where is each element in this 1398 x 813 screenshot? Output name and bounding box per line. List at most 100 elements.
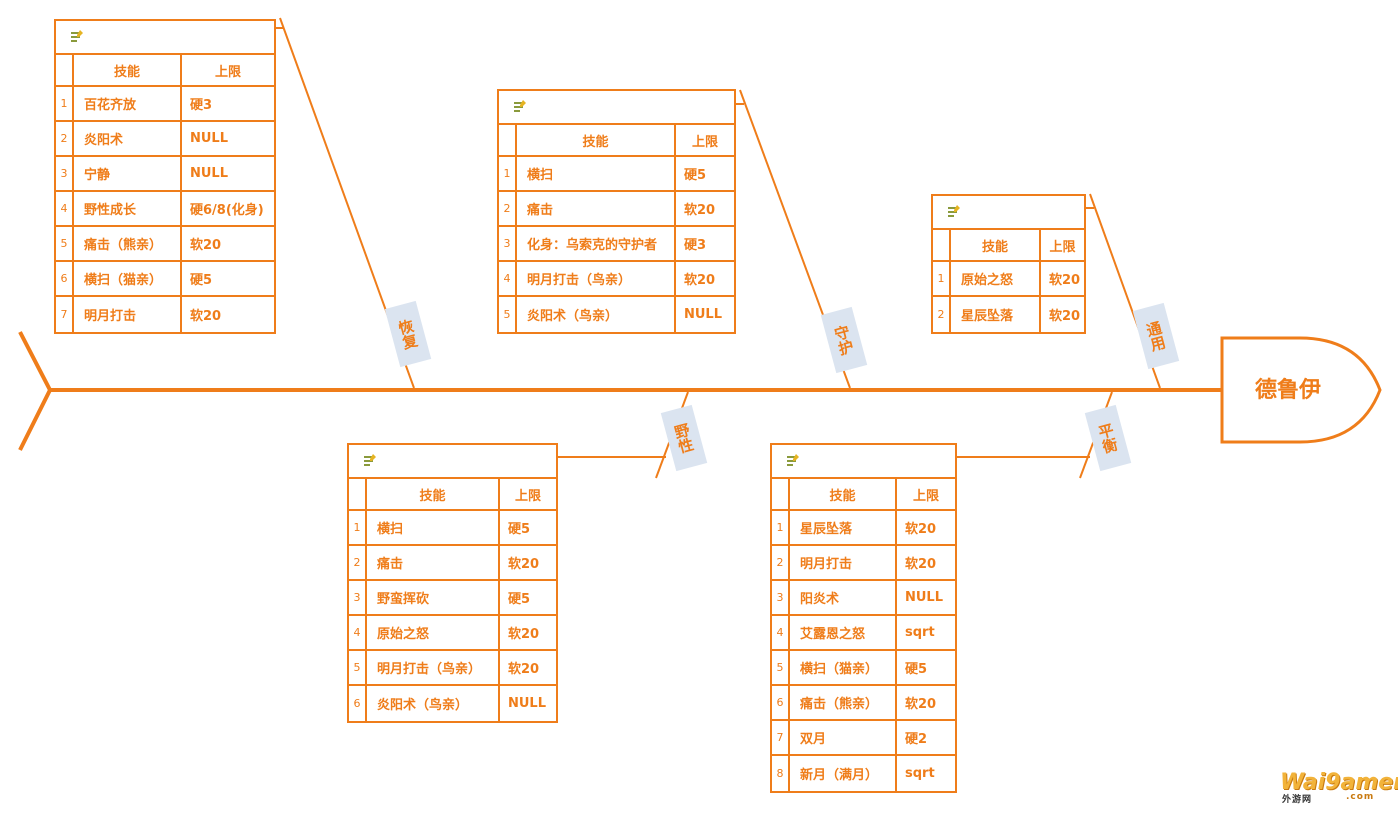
cell-limit: 硬5 bbox=[190, 273, 213, 288]
row-index: 2 bbox=[933, 297, 951, 332]
cell-skill: 痛击（熊亲） bbox=[790, 686, 897, 719]
cell-skill: 艾露恩之怒 bbox=[790, 616, 897, 649]
cell-limit: 软20 bbox=[905, 557, 937, 572]
table-topic-bar[interactable] bbox=[349, 445, 556, 479]
cell-skill: 炎阳术（鸟亲） bbox=[517, 297, 676, 332]
cell-limit: 硬5 bbox=[684, 168, 707, 183]
cell-limit: 软20 bbox=[905, 697, 937, 712]
note-edit-icon[interactable] bbox=[70, 28, 84, 42]
row-index: 5 bbox=[772, 651, 790, 684]
cell-skill: 痛击 bbox=[517, 192, 676, 225]
cell-skill: 横扫（猫亲） bbox=[74, 262, 182, 295]
fish-tail bbox=[18, 331, 53, 451]
cell-limit: 软20 bbox=[1049, 309, 1081, 324]
row-index bbox=[772, 479, 790, 509]
header-limit: 上限 bbox=[691, 134, 718, 150]
cell-limit: 软20 bbox=[684, 203, 716, 218]
cell-skill: 化身：乌索克的守护者 bbox=[517, 227, 676, 260]
table-topic-bar[interactable] bbox=[933, 196, 1084, 230]
cell-limit: NULL bbox=[190, 166, 229, 181]
table-header-row: 技能上限 bbox=[772, 479, 955, 511]
cell-limit: 硬2 bbox=[905, 732, 928, 747]
cell-skill: 阳炎术 bbox=[790, 581, 897, 614]
row-index: 8 bbox=[772, 756, 790, 791]
cell-skill: 横扫 bbox=[367, 511, 500, 544]
table-topic-bar[interactable] bbox=[499, 91, 734, 125]
cell-limit: sqrt bbox=[905, 625, 935, 640]
row-index: 1 bbox=[499, 157, 517, 190]
cell-limit: 硬3 bbox=[190, 98, 213, 113]
row-index: 3 bbox=[499, 227, 517, 260]
note-edit-icon[interactable] bbox=[513, 98, 527, 112]
cell-limit: sqrt bbox=[905, 766, 935, 781]
cell-skill: 明月打击 bbox=[74, 297, 182, 332]
cell-limit: 硬6/8(化身) bbox=[190, 203, 264, 218]
cell-skill: 百花齐放 bbox=[74, 87, 182, 120]
note-edit-icon[interactable] bbox=[786, 452, 800, 466]
row-index: 6 bbox=[772, 686, 790, 719]
cell-limit: 硬3 bbox=[684, 238, 707, 253]
note-edit-icon[interactable] bbox=[947, 203, 961, 217]
row-index bbox=[349, 479, 367, 509]
row-index: 2 bbox=[349, 546, 367, 579]
cell-limit: 软20 bbox=[508, 662, 540, 677]
cell-skill: 原始之怒 bbox=[367, 616, 500, 649]
cell-skill: 星辰坠落 bbox=[790, 511, 897, 544]
note-edit-icon[interactable] bbox=[363, 452, 377, 466]
cell-skill: 明月打击 bbox=[790, 546, 897, 579]
cell-skill: 横扫 bbox=[517, 157, 676, 190]
cell-skill: 横扫（猫亲） bbox=[790, 651, 897, 684]
cell-limit: 硬5 bbox=[905, 662, 928, 677]
cell-skill: 新月（满月） bbox=[790, 756, 897, 791]
cell-skill: 野性成长 bbox=[74, 192, 182, 225]
cell-limit: NULL bbox=[190, 131, 229, 146]
table-header-row: 技能上限 bbox=[349, 479, 556, 511]
cell-skill: 痛击 bbox=[367, 546, 500, 579]
cell-limit: 软20 bbox=[508, 627, 540, 642]
row-index bbox=[499, 125, 517, 155]
cell-limit: 硬5 bbox=[508, 592, 531, 607]
cell-limit: 软20 bbox=[190, 238, 222, 253]
row-index: 6 bbox=[349, 686, 367, 721]
cell-limit: 软20 bbox=[1049, 273, 1081, 288]
cell-skill: 双月 bbox=[790, 721, 897, 754]
table-topic-bar[interactable] bbox=[56, 21, 274, 55]
row-index: 2 bbox=[56, 122, 74, 155]
row-index: 3 bbox=[56, 157, 74, 190]
cell-limit: 软20 bbox=[684, 273, 716, 288]
cell-limit: NULL bbox=[905, 590, 944, 605]
row-index: 6 bbox=[56, 262, 74, 295]
cell-limit: 软20 bbox=[508, 557, 540, 572]
table-topic-bar[interactable] bbox=[772, 445, 955, 479]
table-header-row: 技能上限 bbox=[499, 125, 734, 157]
row-index: 1 bbox=[933, 262, 951, 295]
cell-skill: 炎阳术（鸟亲） bbox=[367, 686, 500, 721]
header-limit: 上限 bbox=[1049, 239, 1076, 255]
row-index bbox=[56, 55, 74, 85]
cell-limit: 软20 bbox=[905, 522, 937, 537]
row-index: 2 bbox=[772, 546, 790, 579]
row-index: 1 bbox=[56, 87, 74, 120]
row-index: 1 bbox=[349, 511, 367, 544]
